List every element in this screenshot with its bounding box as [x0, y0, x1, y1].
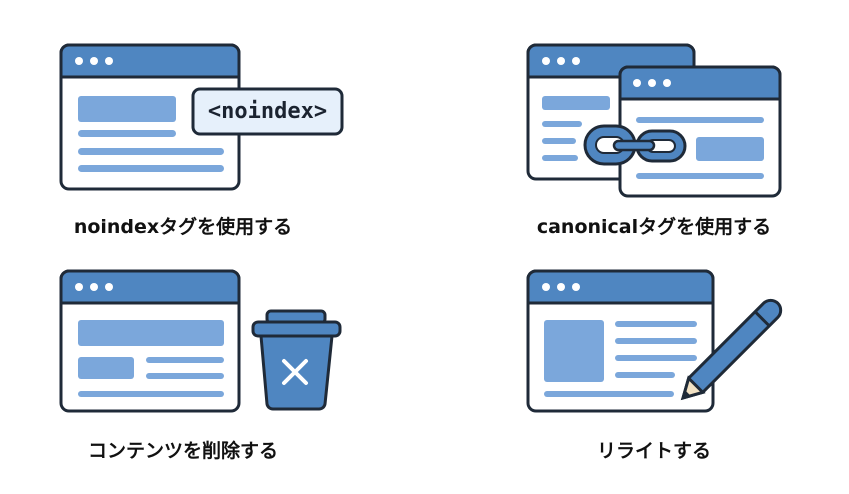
- caption-delete-content: コンテンツを削除する: [87, 440, 279, 462]
- caption-canonical: canonicalタグを使用する: [536, 216, 772, 238]
- trash-can-icon: [251, 309, 342, 411]
- browser-canonical-link-icon: [526, 43, 782, 198]
- caption-rewrite: リライトする: [596, 440, 712, 462]
- browser-noindex-icon: [59, 43, 344, 191]
- pencil-icon: [680, 298, 783, 401]
- caption-noindex: noindexタグを使用する: [73, 216, 293, 238]
- noindex-tag-label: <noindex>: [207, 99, 328, 124]
- browser-trash-icon: [59, 269, 342, 413]
- browser-pencil-icon: [526, 269, 783, 413]
